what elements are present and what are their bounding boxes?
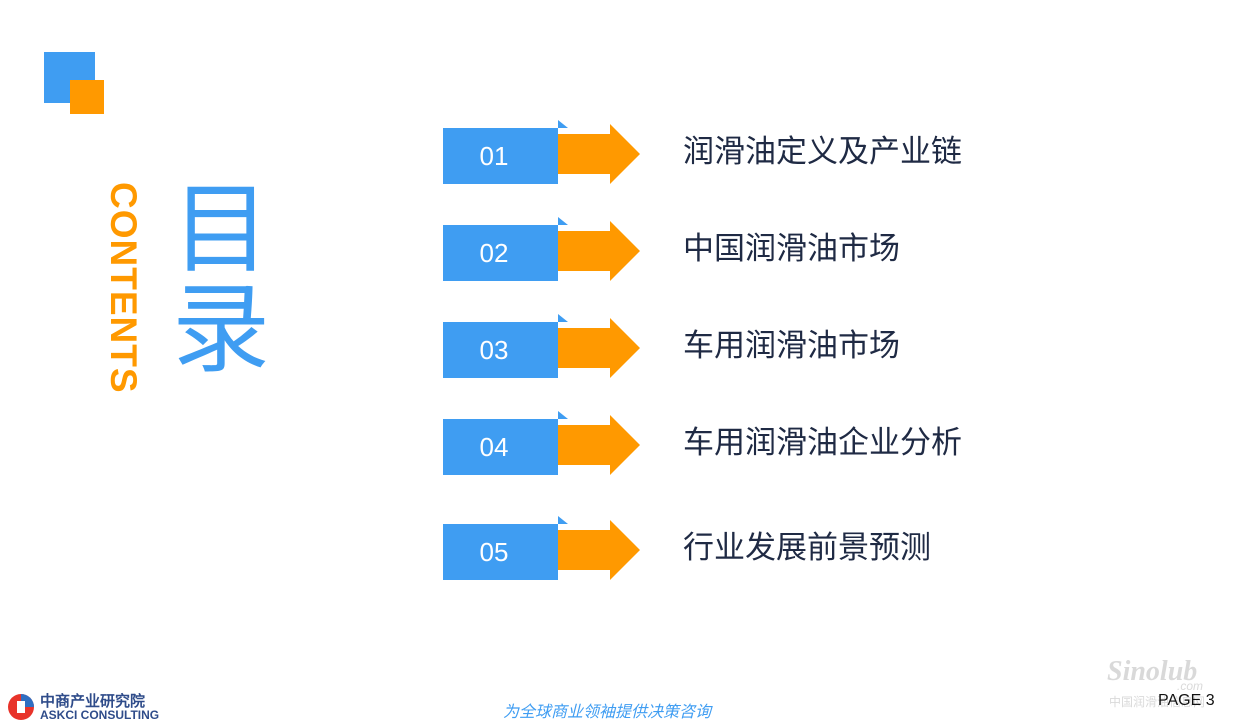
toc-item-01[interactable]: 01 润滑油定义及产业链 — [443, 120, 1043, 184]
toc-number-box: 02 — [443, 225, 558, 281]
toc-item-03[interactable]: 03 车用润滑油市场 — [443, 314, 1043, 378]
title-char-2: 录 — [171, 273, 270, 387]
company-logo[interactable]: 中商产业研究院 ASKCI CONSULTING — [6, 690, 171, 724]
logo-text-en: ASKCI CONSULTING — [40, 708, 160, 722]
page-title: 目 录 — [166, 180, 276, 380]
toc-number-box: 05 — [443, 524, 558, 580]
toc-item-label: 车用润滑油企业分析 — [683, 425, 962, 461]
fold-corner — [558, 411, 568, 419]
arrow-right-icon — [558, 124, 640, 184]
fold-corner — [558, 516, 568, 524]
watermark-text: Sinolub — [1107, 656, 1197, 687]
fold-corner — [558, 314, 568, 322]
sinolub-watermark-logo: Sinolub .com 中国润滑油信息网 — [1107, 656, 1205, 709]
watermark-sub: .com — [1177, 679, 1203, 693]
toc-item-label: 中国润滑油市场 — [683, 231, 900, 267]
toc-item-label: 润滑油定义及产业链 — [683, 134, 962, 170]
toc-item-label: 行业发展前景预测 — [683, 530, 931, 566]
title-char-1: 目 — [171, 173, 270, 287]
arrow-right-icon — [558, 221, 640, 281]
logo-text-cn: 中商产业研究院 — [40, 692, 146, 710]
decor-square-orange — [70, 80, 104, 114]
toc-number-box: 01 — [443, 128, 558, 184]
toc-number-box: 03 — [443, 322, 558, 378]
toc-item-label: 车用润滑油市场 — [683, 328, 900, 364]
toc-number-box: 04 — [443, 419, 558, 475]
logo-mark-icon — [8, 694, 34, 720]
arrow-right-icon — [558, 520, 640, 580]
footer-slogan: 为全球商业领袖提供决策咨询 — [503, 702, 712, 721]
page-number: PAGE 3 — [1158, 692, 1215, 709]
fold-corner — [558, 217, 568, 225]
contents-heading: CONTENTS — [103, 182, 144, 394]
toc-item-02[interactable]: 02 中国润滑油市场 — [443, 217, 1043, 281]
arrow-right-icon — [558, 415, 640, 475]
watermark-cn: 中国润滑油信息网 — [1109, 694, 1205, 709]
fold-corner — [558, 120, 568, 128]
arrow-right-icon — [558, 318, 640, 378]
toc-item-05[interactable]: 05 行业发展前景预测 — [443, 516, 1043, 580]
toc-item-04[interactable]: 04 车用润滑油企业分析 — [443, 411, 1043, 475]
